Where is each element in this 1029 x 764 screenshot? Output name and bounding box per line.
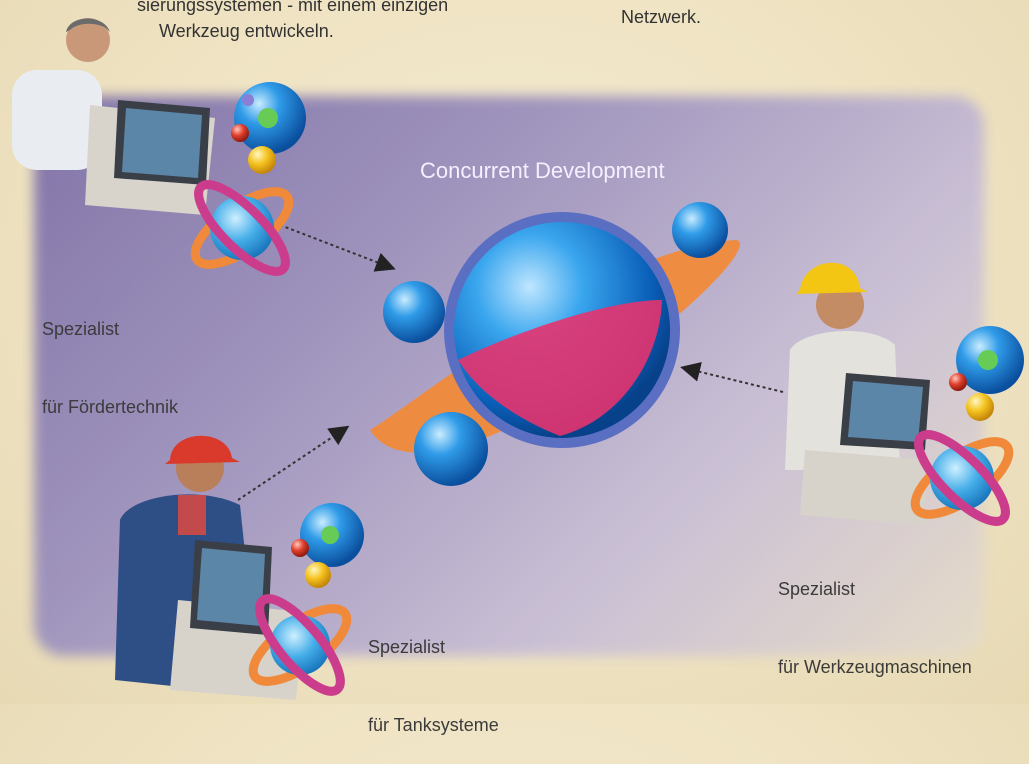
satellite-sphere-top-right [672, 202, 728, 258]
intro-text-left-line2: Werkzeug entwickeln. [159, 21, 334, 41]
central-hub [370, 202, 741, 486]
hard-hat-yellow [796, 262, 868, 294]
specialist-tanksysteme [115, 435, 364, 700]
network-diagram [12, 18, 1024, 700]
label-line2: für Werkzeugmaschinen [778, 657, 972, 677]
laptop-base [800, 450, 930, 525]
intro-text-left-line1: sierungssystemen - mit einem einzigen [137, 0, 449, 15]
label-specialist-tanksysteme: Spezialist für Tanksysteme [368, 582, 499, 764]
person-shirt [12, 70, 102, 170]
person-head [66, 18, 110, 62]
specialist-werkzeugmaschinen [785, 262, 1024, 526]
globe-icon-1 [190, 180, 294, 276]
app-icon-molecule-1 [231, 82, 306, 174]
label-line1: Spezialist [42, 319, 120, 339]
label-line2: für Fördertechnik [42, 397, 179, 417]
hard-hat-red [165, 435, 240, 464]
globe-icon-3 [910, 430, 1014, 526]
laptop-screen [197, 548, 265, 626]
connector-arrow-bottom-left [237, 425, 350, 501]
intro-text-right: Netzwerk. [621, 4, 701, 30]
person-hair [66, 18, 110, 32]
connector-arrow-top-left [279, 224, 396, 272]
laptop-screen [122, 108, 202, 178]
hub-band-magenta [458, 300, 662, 436]
connector-arrow-right [680, 362, 784, 393]
satellite-sphere-bottom-left [414, 412, 488, 486]
laptop-screen [848, 381, 923, 442]
label-line1: Spezialist [778, 579, 856, 599]
label-specialist-foerdertechnik: Spezialist für Fördertechnik [42, 264, 178, 446]
person-collar [178, 495, 206, 535]
label-specialist-werkzeugmaschinen: Spezialist für Werkzeugmaschinen [778, 524, 972, 706]
app-icon-molecule-2 [291, 503, 364, 588]
satellite-sphere-left [383, 281, 445, 343]
intro-text-left: sierungssystemen - mit einem einzigen We… [137, 0, 448, 44]
specialist-foerdertechnik [12, 18, 306, 276]
intro-text-right-line1: Netzwerk. [621, 7, 702, 27]
hub-title: Concurrent Development [420, 158, 665, 183]
app-icon-molecule-3 [949, 326, 1024, 421]
globe-icon-2 [248, 594, 352, 696]
label-line2: für Tanksysteme [368, 715, 499, 735]
label-line1: Spezialist [368, 637, 446, 657]
